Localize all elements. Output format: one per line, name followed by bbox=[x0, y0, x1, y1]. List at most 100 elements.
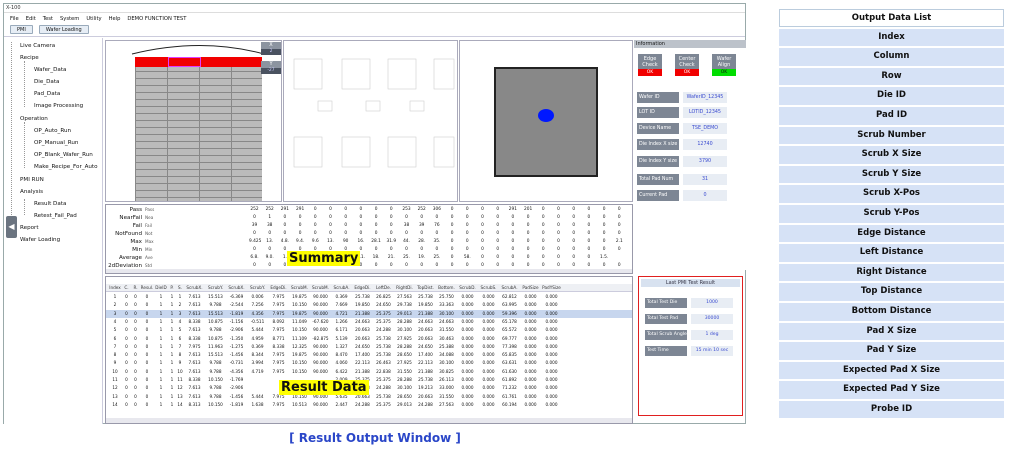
result-cell: -6.369 bbox=[229, 294, 244, 299]
result-cell: 8.771 bbox=[272, 335, 285, 341]
pad-image-view[interactable] bbox=[459, 40, 633, 202]
collapse-panel-arrow-icon[interactable]: ◀ bbox=[6, 216, 17, 238]
summary-cell: 0 bbox=[405, 247, 408, 252]
result-column-header[interactable]: ScrubX. bbox=[186, 285, 203, 290]
result-cell: 6.171 bbox=[335, 327, 348, 333]
result-column-header[interactable]: ScrubA. bbox=[501, 285, 518, 290]
result-column-header[interactable]: LeftDe. bbox=[375, 285, 391, 290]
result-column-header[interactable]: PadYSize bbox=[542, 285, 561, 290]
result-column-header[interactable]: ScrubS. bbox=[480, 285, 497, 290]
result-cell: 1 bbox=[159, 368, 163, 374]
result-column-header[interactable]: Index bbox=[109, 285, 121, 290]
tree-operation[interactable]: Operation bbox=[20, 116, 48, 122]
result-cell: 0 bbox=[145, 385, 149, 391]
tree-wafer-loading[interactable]: Wafer Loading bbox=[20, 237, 61, 243]
summary-cell: 0 bbox=[298, 215, 302, 220]
wafer-map-view[interactable]: X 2 Y -27 bbox=[105, 40, 282, 202]
result-column-header[interactable]: EdgeDi. bbox=[270, 285, 287, 290]
result-cell: 0.369 bbox=[251, 343, 264, 349]
menu-demo-function-test[interactable]: DEMO FUNCTION TEST bbox=[127, 16, 187, 22]
tree-make-recipe-for-auto[interactable]: Make_Recipe_For_Auto bbox=[34, 164, 98, 170]
menu-system[interactable]: System bbox=[59, 16, 80, 22]
result-column-header[interactable]: PadSize bbox=[522, 285, 539, 290]
result-column-header[interactable]: C. bbox=[124, 285, 129, 290]
result-column-header[interactable]: ScrubM. bbox=[291, 285, 308, 290]
result-cell: 90.000 bbox=[313, 343, 328, 349]
summary-cell: 0 bbox=[374, 207, 378, 212]
tree-recipe[interactable]: Recipe bbox=[20, 55, 39, 61]
result-horizontal-scrollbar[interactable] bbox=[106, 418, 632, 423]
pmi-button[interactable]: PMI bbox=[10, 25, 33, 34]
tree-die-data[interactable]: Die_Data bbox=[34, 79, 60, 85]
result-column-header[interactable]: ScrubY. bbox=[207, 285, 224, 290]
result-cell: 61.630 bbox=[502, 368, 517, 374]
result-cell: 25.738 bbox=[355, 294, 370, 299]
result-column-header[interactable]: S. bbox=[178, 285, 182, 290]
menu-test[interactable]: Test bbox=[42, 16, 53, 22]
summary-cell: 0 bbox=[481, 239, 484, 244]
tree-analysis[interactable]: Analysis bbox=[20, 189, 44, 195]
summary-cell: 28. bbox=[418, 239, 426, 244]
result-column-header[interactable]: DieID bbox=[155, 285, 167, 290]
tree-wafer-data[interactable]: Wafer_Data bbox=[34, 67, 67, 73]
result-column-header[interactable]: TopDist. bbox=[417, 285, 434, 290]
tree-image-processing[interactable]: Image Processing bbox=[34, 103, 84, 109]
menu-file[interactable]: File bbox=[10, 16, 19, 22]
wafer-edge-arc bbox=[131, 45, 265, 55]
die-grid[interactable] bbox=[135, 57, 262, 201]
wafer-align-status: OK bbox=[712, 69, 736, 76]
result-column-header[interactable]: ScrubY. bbox=[249, 285, 266, 290]
summary-row-label: Min bbox=[132, 247, 142, 253]
tree-report[interactable]: Report bbox=[20, 225, 39, 231]
table-row[interactable]: 1100011118.33810.150-1.7692.00925.37525.… bbox=[106, 376, 632, 384]
result-cell: 1 bbox=[159, 343, 163, 349]
result-column-header[interactable]: ScrubM. bbox=[312, 285, 329, 290]
image-view-grid[interactable] bbox=[283, 40, 458, 202]
tree-retest-fail-pad[interactable]: Retest_Fail_Pad bbox=[34, 213, 77, 219]
info-row-current-pad-index: Current Pad Index 0 bbox=[637, 190, 727, 209]
result-column-header[interactable]: RightDi. bbox=[396, 285, 413, 290]
tree-live-camera[interactable]: Live Camera bbox=[20, 43, 56, 49]
summary-cell: 252 bbox=[250, 207, 259, 212]
menu-help[interactable]: Help bbox=[108, 16, 121, 22]
wafer-loading-button[interactable]: Wafer Loading bbox=[38, 25, 89, 34]
result-cell: 6.422 bbox=[335, 368, 348, 374]
tree-op-blank-wafer-run[interactable]: OP_Blank_Wafer_Run bbox=[34, 152, 93, 158]
result-column-header[interactable]: Resul. bbox=[140, 285, 154, 290]
information-tab[interactable]: Information bbox=[634, 40, 746, 48]
result-column-header[interactable]: EdgeDi. bbox=[354, 285, 371, 290]
tree-pad-data[interactable]: Pad_Data bbox=[34, 91, 61, 97]
result-cell: 17.400 bbox=[418, 352, 433, 358]
tree-op-manual-run[interactable]: OP_Manual_Run bbox=[34, 140, 79, 146]
result-column-header[interactable]: P. bbox=[170, 285, 174, 290]
summary-horizontal-scrollbar[interactable] bbox=[106, 269, 632, 273]
result-column-header[interactable]: R. bbox=[133, 285, 138, 290]
summary-cell: 0 bbox=[420, 215, 424, 220]
tree-result-data[interactable]: Result Data bbox=[34, 201, 67, 207]
result-column-header[interactable]: ScrubD. bbox=[459, 285, 476, 290]
result-column-header[interactable]: ScrubA. bbox=[333, 285, 350, 290]
tree-op-auto-run[interactable]: OP_Auto_Run bbox=[34, 128, 72, 134]
result-column-header[interactable]: ScrubX. bbox=[228, 285, 245, 290]
result-cell: -1.156 bbox=[229, 318, 244, 324]
tree-pmi-run[interactable]: PMI RUN bbox=[20, 177, 44, 183]
result-cell: 0.000 bbox=[545, 294, 558, 299]
menu-utility[interactable]: Utility bbox=[86, 16, 102, 22]
menu-edit[interactable]: Edit bbox=[25, 16, 36, 22]
table-row[interactable]: 1200011127.6139.788-2.9067.48119.21324.2… bbox=[106, 384, 632, 392]
result-column-header[interactable]: Bottom. bbox=[438, 285, 455, 290]
